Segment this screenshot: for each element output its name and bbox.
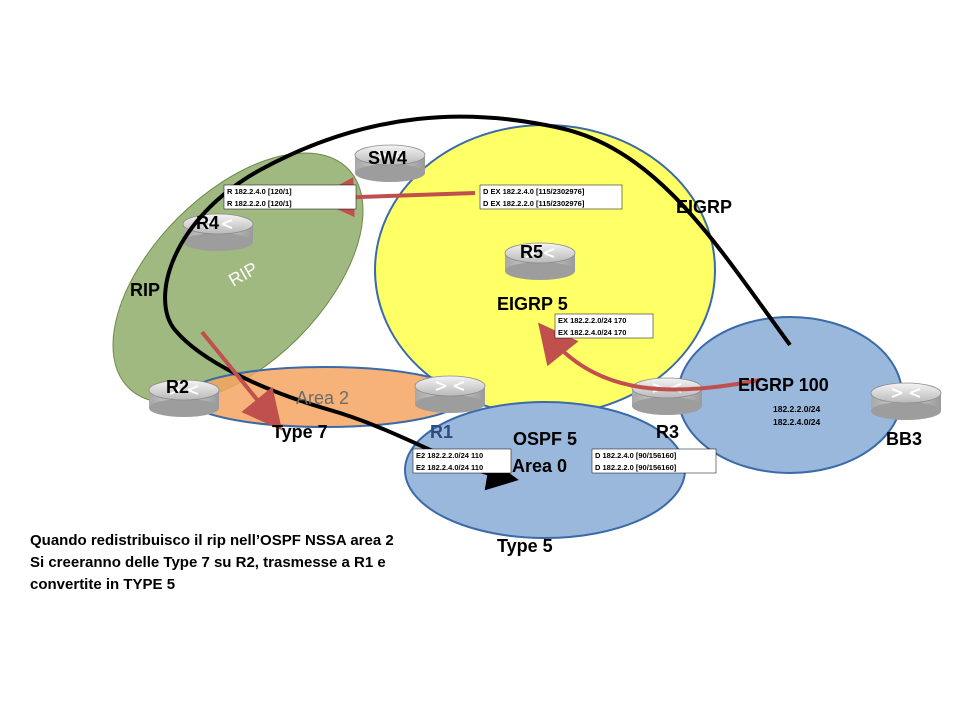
r3-router-icon [631,377,703,416]
r3-label: R3 [656,422,679,442]
svg-text:182.2.4.0/24: 182.2.4.0/24 [773,417,821,427]
area0-label: Area 0 [512,456,567,476]
r4-label: R4 [196,213,219,233]
r2-label: R2 [166,377,189,397]
arrow-r3-to-r5 [537,322,761,392]
caption-line: Quando redistribuisco il rip nell’OSPF N… [30,532,394,549]
caption-text: Quando redistribuisco il rip nell’OSPF N… [30,530,394,596]
r4-routing-table: R 182.2.4.0 [120/1] R 182.2.2.0 [120/1] [223,184,357,210]
svg-text:182.2.2.0/24: 182.2.2.0/24 [773,404,821,414]
caption-line: Si creeranno delle Type 7 su R2, trasmes… [30,554,386,571]
sw4-label: SW4 [368,148,407,168]
svg-text:D EX 182.2.4.0 [115/2302976: D EX 182.2.4.0 [115/2302976] [483,187,585,196]
eigrp-zone-label: EIGRP [676,197,732,217]
svg-text:D 182.2.4.0 [90/156160]: D 182.2.4.0 [90/156160] [595,451,677,460]
svg-text:E2 182.2.4.0/24 110: E2 182.2.4.0/24 110 [416,463,483,472]
sw4-routing-table: D EX 182.2.4.0 [115/2302976] D EX 182.2.… [479,184,623,210]
rip-zone [112,152,364,404]
caption-line: convertite in TYPE 5 [30,576,176,593]
r5-label: R5 [520,242,543,262]
r1-label: R1 [430,422,453,442]
svg-text:EX 182.2.4.0/24 170: EX 182.2.4.0/24 170 [558,328,626,337]
svg-text:E2 182.2.2.0/24 110: E2 182.2.2.0/24 110 [416,451,483,460]
r1-routing-table: E2 182.2.2.0/24 110 E2 182.2.4.0/24 110 [412,448,512,474]
type5-label: Type 5 [497,536,553,556]
r5-routing-table: EX 182.2.2.0/24 170 EX 182.2.4.0/24 170 [554,313,654,339]
svg-text:D EX 182.2.2.0 [115/2302976: D EX 182.2.2.0 [115/2302976] [483,199,585,208]
bb3-router-icon [870,382,942,421]
bb3-label: BB3 [886,429,922,449]
eigrp5-label: EIGRP 5 [497,294,568,314]
area2-label: Area 2 [296,388,349,408]
svg-text:EX 182.2.2.0/24 170: EX 182.2.2.0/24 170 [558,316,626,325]
svg-text:D 182.2.2.0 [90/156160]: D 182.2.2.0 [90/156160] [595,463,677,472]
arrow-rip-to-area2 [200,330,283,431]
svg-text:R 182.2.2.0 [120/1]: R 182.2.2.0 [120/1] [227,199,292,208]
redistribution-path [163,114,792,491]
type7-label: Type 7 [272,422,328,442]
r1-router-icon [414,375,486,414]
r3-routing-table: D 182.2.4.0 [90/156160] D 182.2.2.0 [90/… [591,448,717,474]
eigrp100-label: EIGRP 100 [738,375,829,395]
rip-left-label: RIP [130,280,160,300]
bb3-routing-table: 182.2.2.0/24 182.2.4.0/24 [773,404,821,427]
ospf5-label: OSPF 5 [513,429,577,449]
svg-text:R 182.2.4.0 [120/1]: R 182.2.4.0 [120/1] [227,187,292,196]
